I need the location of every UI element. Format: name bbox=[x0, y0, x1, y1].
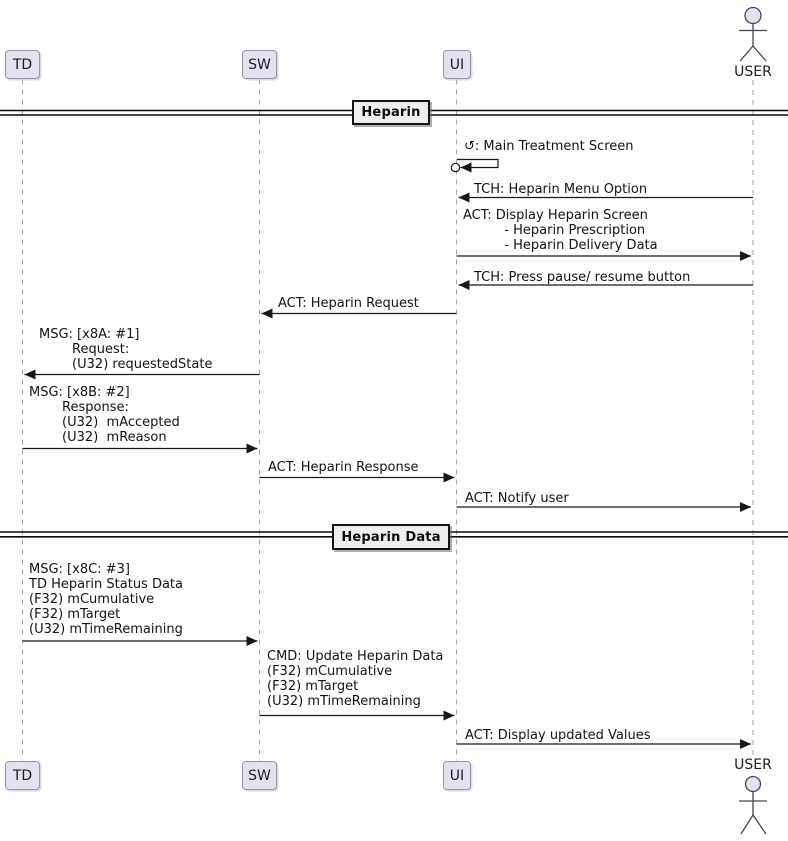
arrow-self-main-screen bbox=[457, 158, 499, 173]
self-message-endpoint-circle bbox=[450, 162, 461, 173]
message-label-act-response: ACT: Heparin Response bbox=[268, 460, 419, 475]
message-label-msg-x8b: MSG: [x8B: #2] Response: (U32) mAccepted… bbox=[29, 385, 180, 445]
participant-box-ui-top: UI bbox=[443, 50, 471, 79]
message-label-act-updated: ACT: Display updated Values bbox=[465, 728, 651, 743]
actor-leg-left bbox=[740, 814, 754, 835]
message-label-tch-menu: TCH: Heparin Menu Option bbox=[474, 182, 648, 197]
participant-box-ui-bottom: UI bbox=[443, 761, 471, 790]
divider-heparin-data: Heparin Data bbox=[332, 524, 450, 550]
user-actor-icon-bottom bbox=[739, 775, 767, 835]
actor-leg-right bbox=[752, 814, 767, 835]
message-label-act-display-screen: ACT: Display Heparin Screen - Heparin Pr… bbox=[463, 208, 658, 253]
actor-head bbox=[744, 775, 762, 793]
message-label-act-notify: ACT: Notify user bbox=[465, 491, 569, 506]
actor-label-user-bottom: USER bbox=[734, 757, 772, 773]
actor-leg-right bbox=[752, 45, 767, 62]
message-label-msg-x8c: MSG: [x8C: #3] TD Heparin Status Data (F… bbox=[29, 562, 184, 637]
participant-box-td-bottom: TD bbox=[5, 761, 40, 790]
participant-box-sw-bottom: SW bbox=[242, 761, 277, 790]
participant-box-td-top: TD bbox=[5, 50, 40, 79]
message-label-msg-x8a: MSG: [x8A: #1] Request: (U32) requestedS… bbox=[39, 327, 213, 372]
message-label-tch-pause: TCH: Press pause/ resume button bbox=[474, 270, 691, 285]
actor-head bbox=[744, 6, 762, 25]
user-actor-icon-top bbox=[739, 6, 767, 62]
participant-box-sw-top: SW bbox=[242, 50, 277, 79]
message-label-act-request: ACT: Heparin Request bbox=[278, 296, 419, 311]
divider-heparin: Heparin bbox=[352, 100, 430, 125]
message-label-cmd-update: CMD: Update Heparin Data (F32) mCumulati… bbox=[267, 649, 444, 709]
message-label-self-main-screen: ↺: Main Treatment Screen bbox=[464, 139, 634, 154]
actor-leg-left bbox=[739, 45, 754, 62]
actor-label-user-top: USER bbox=[734, 64, 772, 80]
